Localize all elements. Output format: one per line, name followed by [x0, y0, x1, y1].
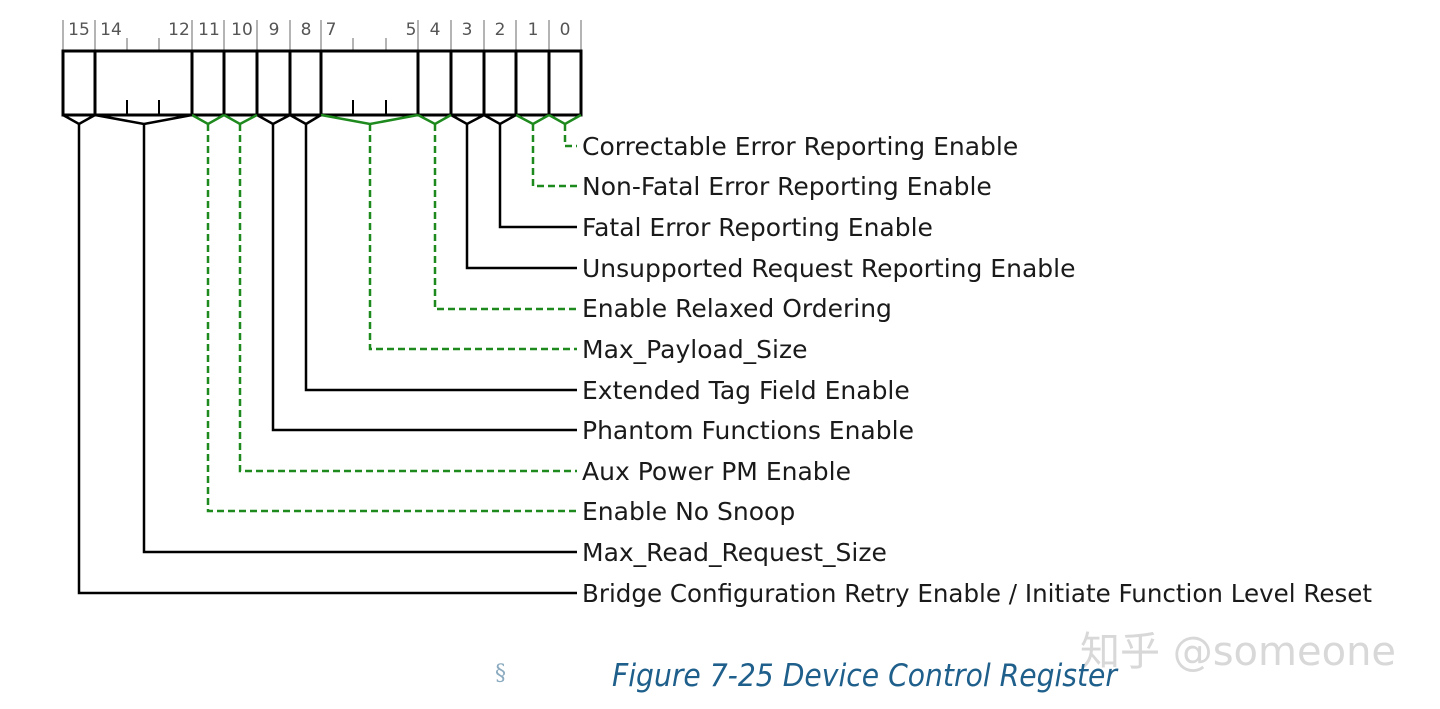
field-label-bit-4: Enable Relaxed Ordering: [582, 294, 892, 323]
bit-number-1: 1: [528, 20, 539, 40]
bit-number-row: 15 14 12 11 10 9 8 7 5 4 3 2 1 0: [68, 20, 570, 40]
bit-number-10: 10: [231, 20, 253, 40]
leader-bit-11: [191, 113, 577, 513]
leader-bit-10: [223, 113, 577, 473]
section-mark: §: [495, 661, 506, 686]
bit-number-8: 8: [301, 20, 312, 40]
bit-number-0: 0: [560, 20, 571, 40]
leader-lines: [62, 113, 582, 595]
field-label-bits-14-12: Max_Read_Request_Size: [582, 538, 887, 567]
bit-number-3: 3: [462, 20, 473, 40]
leader-bit-2: [483, 113, 577, 229]
field-label-bit-15: Bridge Configuration Retry Enable / Init…: [582, 579, 1372, 608]
bit-number-9: 9: [269, 20, 280, 40]
leader-bit-8: [289, 113, 577, 392]
bit-number-4: 4: [430, 20, 441, 40]
bit-number-12: 12: [168, 20, 190, 40]
field-label-bit-2: Fatal Error Reporting Enable: [582, 213, 933, 242]
bit-ticks: [62, 20, 582, 50]
bit-number-15: 15: [68, 20, 90, 40]
leader-bit-15: [62, 113, 577, 595]
leader-bits-14-12: [94, 113, 577, 554]
field-label-bit-3: Unsupported Request Reporting Enable: [582, 254, 1075, 283]
bit-number-14: 14: [100, 20, 122, 40]
field-labels: Correctable Error Reporting Enable Non-F…: [582, 132, 1372, 608]
watermark: 知乎 @someone: [1080, 629, 1396, 675]
field-label-bit-9: Phantom Functions Enable: [582, 416, 914, 445]
leader-bit-9: [256, 113, 577, 432]
register-box: [61, 49, 583, 117]
leader-bits-7-5: [320, 113, 577, 351]
field-label-bits-7-5: Max_Payload_Size: [582, 335, 808, 364]
bit-number-5: 5: [406, 20, 417, 40]
bit-number-2: 2: [495, 20, 506, 40]
field-label-bit-8: Extended Tag Field Enable: [582, 376, 910, 405]
bit-number-11: 11: [198, 20, 220, 40]
leader-bit-3: [450, 113, 577, 270]
field-label-bit-1: Non-Fatal Error Reporting Enable: [582, 172, 992, 201]
field-label-bit-0: Correctable Error Reporting Enable: [582, 132, 1018, 161]
leader-bit-4: [417, 113, 577, 311]
leader-bit-0: [548, 113, 582, 148]
leader-bit-1: [515, 113, 577, 188]
field-label-bit-11: Enable No Snoop: [582, 497, 795, 526]
figure-caption: Figure 7-25 Device Control Register: [612, 658, 1119, 694]
bit-number-7: 7: [326, 20, 337, 40]
field-label-bit-10: Aux Power PM Enable: [582, 457, 851, 486]
